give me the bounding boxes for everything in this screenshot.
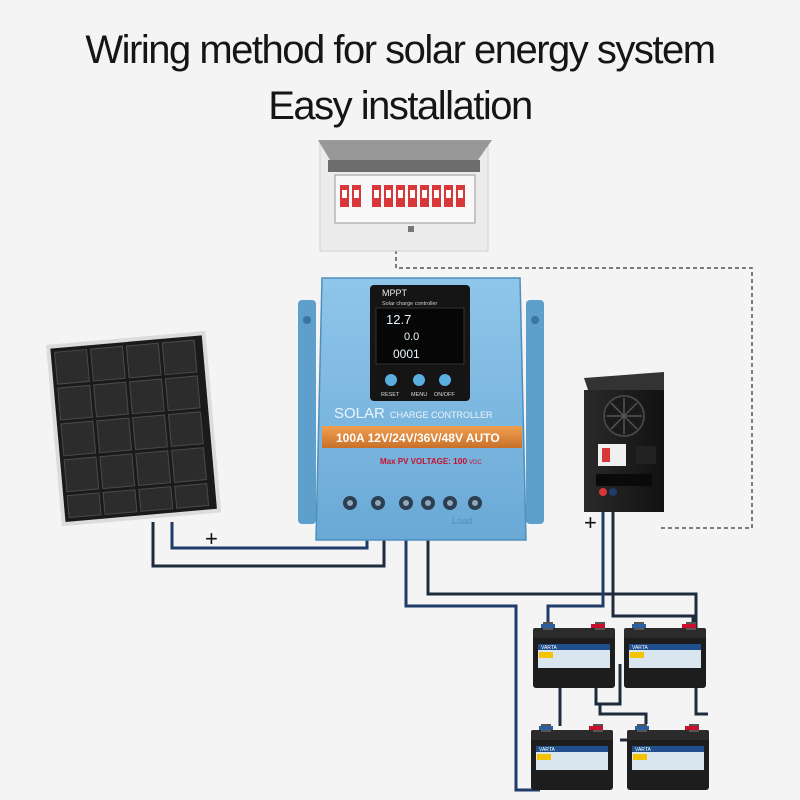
- menu-button-label: MENU: [411, 392, 427, 398]
- display-line-3: 0001: [393, 347, 420, 361]
- title-line-1: Wiring method for solar energy system: [85, 28, 716, 72]
- menu-button[interactable]: [413, 374, 425, 386]
- controller-subtitle: Solar charge controller: [382, 301, 438, 307]
- reset-button[interactable]: [385, 374, 397, 386]
- inverter-plus-sign: +: [584, 510, 597, 535]
- battery-brand-1: VARTA: [541, 645, 558, 651]
- battery-brand-4: VARTA: [635, 747, 652, 753]
- pv-plus-sign: +: [205, 526, 218, 551]
- max-pv-value: 100: [453, 456, 467, 466]
- ac-dashed-wire: [395, 250, 753, 529]
- battery-negative-wire: [426, 508, 708, 716]
- inverter-positive-wire: [546, 500, 605, 622]
- title-line-2: Easy installation: [268, 84, 533, 128]
- battery-positive-wire: [404, 508, 540, 792]
- battery-brand-3: VARTA: [539, 747, 556, 753]
- display-line-2: 0.0: [404, 331, 419, 343]
- solar-panel-icon: [46, 331, 222, 527]
- inverter-icon: [584, 372, 664, 512]
- onoff-button-label: ON/OFF: [434, 392, 455, 398]
- terminal-load-label: Load: [452, 516, 472, 526]
- battery-link-2: [598, 704, 648, 724]
- max-pv-prefix: Max PV VOLTAGE:: [380, 457, 451, 466]
- rating-band: 100A 12V/24V/36V/48V AUTO: [336, 431, 500, 445]
- brand-charge-controller: CHARGE CONTROLLER: [390, 410, 493, 420]
- breaker-box-icon: [318, 140, 492, 252]
- charge-controller: MPPT Solar charge controller 12.7 0.0 00…: [298, 277, 544, 541]
- display-line-1: 12.7: [386, 312, 411, 327]
- controller-mppt-label: MPPT: [382, 288, 408, 298]
- inverter-negative-wire: [611, 500, 695, 622]
- onoff-button[interactable]: [439, 374, 451, 386]
- reset-button-label: RESET: [381, 392, 400, 398]
- battery-brand-2: VARTA: [632, 645, 649, 651]
- max-pv-unit: VDC: [469, 460, 482, 466]
- battery-icon: [531, 622, 709, 790]
- brand-solar: SOLAR: [334, 405, 385, 422]
